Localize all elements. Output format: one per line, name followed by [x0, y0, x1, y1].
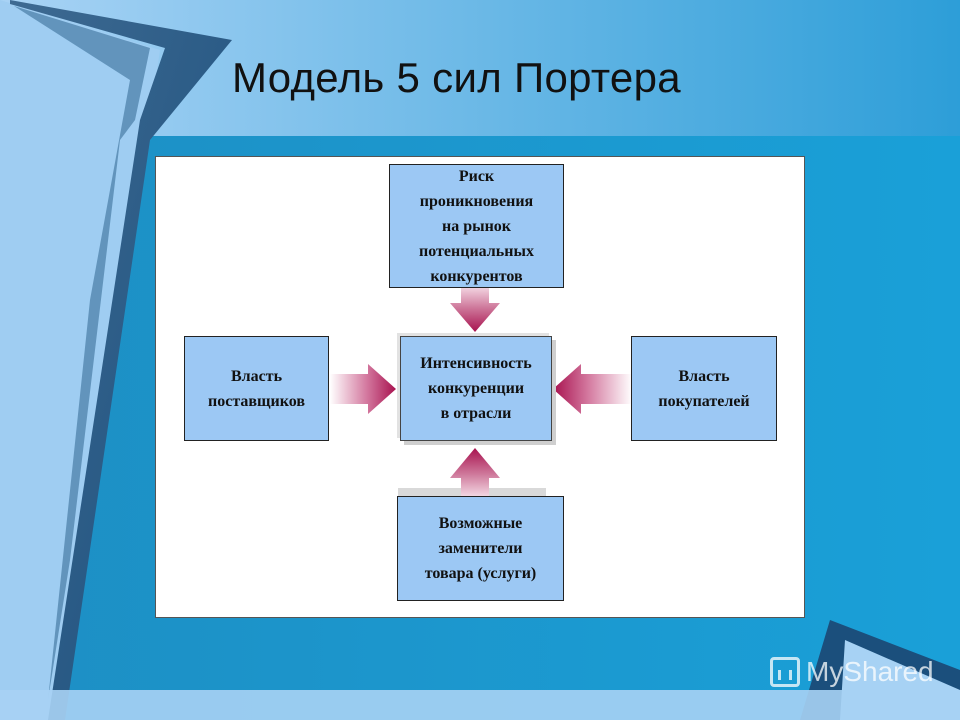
box-line: Возможные: [438, 515, 523, 532]
box-line: заменители: [438, 540, 523, 557]
box-line: покупателей: [658, 392, 750, 410]
box-line: потенциальных: [419, 242, 534, 260]
box-supplier-power: Власть поставщиков: [184, 336, 329, 441]
myshared-logo-icon: [770, 657, 800, 687]
box-line: Власть: [678, 367, 730, 385]
box-line: на рынок: [441, 217, 512, 235]
box-line: Риск: [458, 167, 495, 185]
box-line: в отрасли: [440, 405, 512, 422]
box-potential-entrants: Риск проникновения на рынок потенциальны…: [389, 164, 564, 288]
watermark: MyShared: [770, 656, 934, 688]
box-line: поставщиков: [208, 392, 305, 410]
box-buyer-power: Власть покупателей: [631, 336, 777, 441]
slide-title: Модель 5 сил Портера: [232, 54, 681, 101]
box-line: проникновения: [419, 192, 534, 210]
box-industry-rivalry: Интенсивность конкуренции в отрасли: [400, 336, 552, 441]
box-line: товара (услуги): [424, 565, 537, 582]
box-substitutes: Возможные заменители товара (услуги): [397, 496, 564, 601]
box-line: Власть: [230, 367, 283, 385]
box-line: Интенсивность: [420, 355, 532, 372]
watermark-text: MyShared: [806, 656, 934, 687]
box-line: конкуренции: [427, 380, 525, 397]
box-line: конкурентов: [430, 267, 523, 285]
